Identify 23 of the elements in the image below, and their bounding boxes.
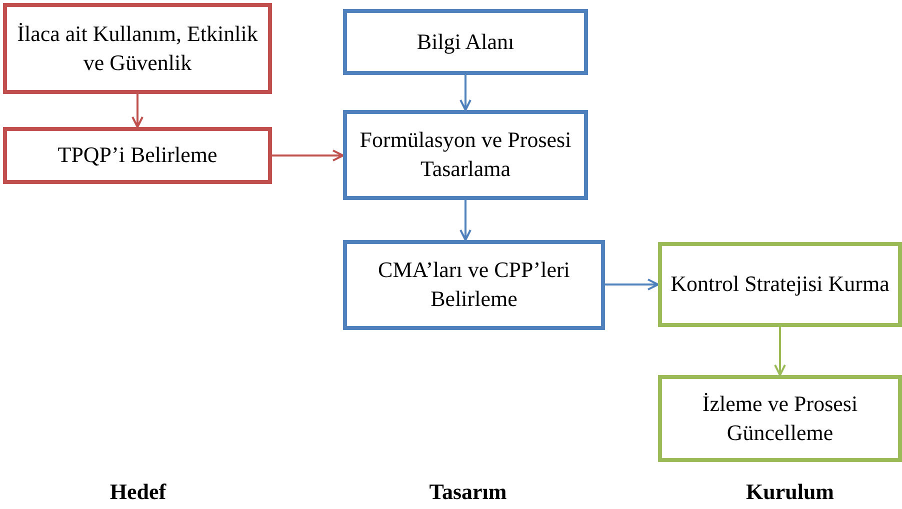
arrow <box>460 75 472 111</box>
process-box <box>3 3 272 94</box>
box-label: CMA’ları ve CPP’leri Belirleme <box>377 256 571 313</box>
process-box <box>3 127 272 184</box>
box-label: TPQP’i Belirleme <box>58 141 218 170</box>
process-box <box>343 240 605 330</box>
column-heading: Kurulum <box>746 479 834 505</box>
box-label: İlaca ait Kullanım, Etkinlik ve Güvenlik <box>16 20 259 76</box>
arrow <box>774 327 786 376</box>
box-label: İzleme ve Prosesi Güncelleme <box>701 390 859 446</box>
arrow <box>605 278 659 290</box>
arrow <box>132 94 144 128</box>
process-box <box>343 110 588 200</box>
arrow <box>272 150 344 162</box>
column-heading: Hedef <box>110 479 166 505</box>
column-heading: Tasarım <box>429 479 507 505</box>
box-label: Formülasyon ve Prosesi Tasarlama <box>358 126 572 183</box>
process-box <box>658 242 902 327</box>
box-label: Bilgi Alanı <box>416 28 514 56</box>
arrow <box>460 200 472 241</box>
process-box <box>658 375 902 462</box>
process-box <box>343 9 588 75</box>
box-label: Kontrol Stratejisi Kurma <box>670 270 890 298</box>
